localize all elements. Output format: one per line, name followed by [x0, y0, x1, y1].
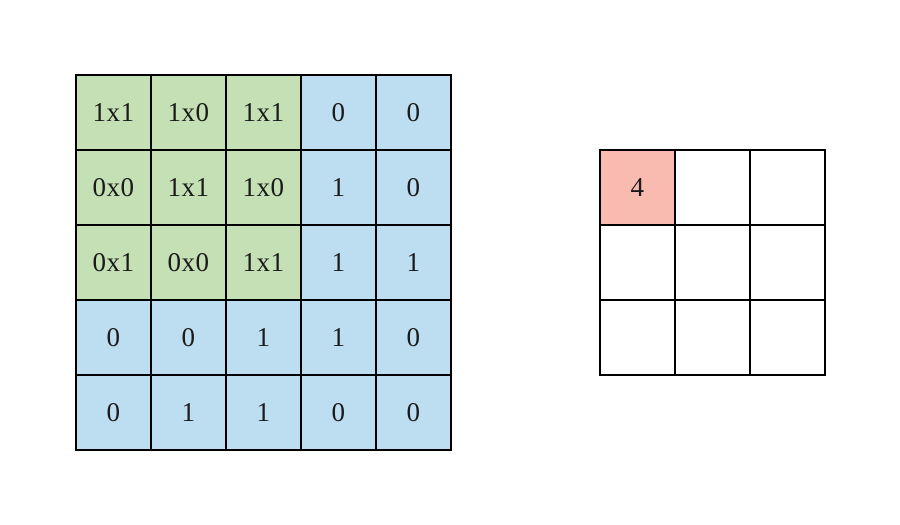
output-matrix: 4 — [599, 149, 826, 376]
output-empty-cell — [750, 300, 825, 375]
kernel-overlay-cell: 0x1 — [76, 225, 151, 300]
kernel-overlay-cell: 1x1 — [226, 75, 301, 150]
output-empty-cell — [675, 300, 750, 375]
kernel-overlay-cell: 1x1 — [151, 150, 226, 225]
input-cell: 1 — [301, 150, 376, 225]
kernel-overlay-cell: 0x0 — [76, 150, 151, 225]
output-empty-cell — [675, 225, 750, 300]
output-empty-cell — [750, 225, 825, 300]
output-result-cell: 4 — [600, 150, 675, 225]
input-cell: 0 — [376, 75, 451, 150]
input-cell: 1 — [301, 300, 376, 375]
kernel-overlay-cell: 0x0 — [151, 225, 226, 300]
output-empty-cell — [600, 225, 675, 300]
input-cell: 0 — [376, 300, 451, 375]
input-cell: 1 — [376, 225, 451, 300]
input-cell: 0 — [76, 375, 151, 450]
kernel-overlay-cell: 1x1 — [76, 75, 151, 150]
output-empty-cell — [675, 150, 750, 225]
output-empty-cell — [600, 300, 675, 375]
input-cell: 0 — [376, 150, 451, 225]
output-empty-cell — [750, 150, 825, 225]
input-cell: 0 — [376, 375, 451, 450]
input-cell: 0 — [301, 375, 376, 450]
input-cell: 0 — [151, 300, 226, 375]
input-cell: 1 — [226, 300, 301, 375]
kernel-overlay-cell: 1x1 — [226, 225, 301, 300]
kernel-overlay-cell: 1x0 — [151, 75, 226, 150]
kernel-overlay-cell: 1x0 — [226, 150, 301, 225]
input-cell: 1 — [301, 225, 376, 300]
input-cell: 0 — [301, 75, 376, 150]
input-cell: 1 — [151, 375, 226, 450]
input-cell: 0 — [76, 300, 151, 375]
input-cell: 1 — [226, 375, 301, 450]
